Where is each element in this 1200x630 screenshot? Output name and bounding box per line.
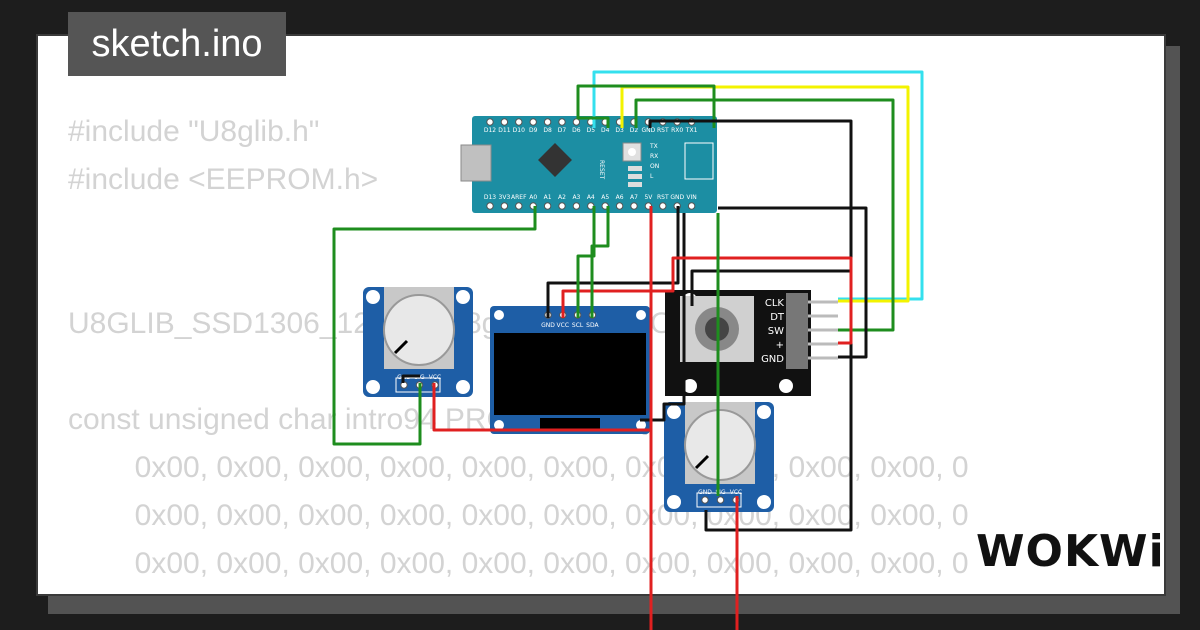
pin	[486, 202, 494, 210]
pin-label: GND	[642, 127, 656, 134]
wire-d4	[576, 84, 716, 128]
encoder-pin-label: DT	[770, 312, 785, 323]
pin-label: GND	[541, 322, 555, 329]
pin-label: D2	[630, 127, 639, 134]
pin-label: D7	[558, 127, 567, 134]
pin	[615, 202, 624, 210]
pin-label: D11	[498, 127, 510, 134]
pin-label: D3	[615, 127, 624, 134]
pin	[572, 118, 581, 126]
pin-label: A5	[601, 194, 609, 201]
pin	[716, 496, 725, 504]
pin	[558, 118, 566, 126]
pin-label: SDA	[586, 322, 599, 329]
pin-label: A6	[616, 194, 624, 201]
arduino-board	[472, 116, 717, 213]
pin-label: AREF	[511, 194, 527, 201]
pin-label: SIG	[715, 489, 726, 496]
pin	[659, 202, 667, 210]
wire-pot1-vcc	[432, 383, 651, 432]
pin-label: D4	[601, 127, 610, 134]
pin	[687, 202, 696, 210]
wire-oled-gnd	[546, 206, 680, 318]
encoder-pin-label: GND	[761, 354, 784, 365]
pin-label: D9	[529, 127, 538, 134]
pin	[630, 202, 638, 210]
pin-label: SCL	[572, 322, 584, 329]
pin-label: D13	[484, 194, 496, 201]
pin-label: A3	[572, 194, 580, 201]
wire-scl	[576, 206, 596, 318]
pin-label: 5V	[644, 194, 653, 201]
pin-label: A2	[558, 194, 566, 201]
pin	[572, 202, 581, 210]
pin-label: D6	[572, 127, 581, 134]
wire-pot1-gnd	[401, 374, 420, 383]
pin	[558, 202, 566, 210]
wire-sw	[634, 98, 895, 332]
pin	[515, 202, 523, 210]
wire-gnd-top	[648, 119, 853, 306]
pin-label: D12	[484, 127, 496, 134]
pin-label: A0	[529, 194, 537, 201]
wire-sda	[590, 206, 610, 318]
icsp-header	[684, 142, 714, 180]
pin	[515, 118, 523, 126]
led-label: TX	[649, 143, 658, 150]
pin-label: D8	[543, 127, 552, 134]
pin-label: GND	[698, 489, 712, 496]
pin-label: A1	[544, 194, 552, 201]
led-label: L	[650, 173, 654, 180]
code-line: 0x00, 0x00, 0x00, 0x00, 0x00, 0x00, 0x00…	[68, 547, 969, 580]
pin	[500, 202, 509, 210]
wire-enc-vcc	[561, 256, 853, 345]
code-line: #include "U8glib.h"	[68, 115, 320, 148]
pin	[486, 118, 494, 126]
pin-label: TX1	[685, 127, 698, 134]
led-label: RX	[650, 153, 658, 160]
code-line: #include <EEPROM.h>	[68, 163, 379, 196]
wokwi-logo: WOKWi	[976, 526, 1165, 577]
pin-label: VCC	[557, 322, 569, 329]
pin	[701, 496, 709, 504]
pin-label: VCC	[429, 374, 441, 381]
pin-label: VIN	[686, 194, 696, 201]
pin	[543, 202, 552, 210]
led-label: ON	[650, 163, 659, 170]
wire-pot2-gnd-b	[704, 271, 853, 532]
pin-label: RX0	[671, 127, 683, 134]
file-title: sketch.ino	[68, 12, 286, 76]
reset-label: RESET	[598, 160, 605, 180]
wire-a0	[332, 206, 537, 446]
wire-pot2-gnd	[640, 213, 686, 422]
pin-label: D10	[513, 127, 525, 134]
code-line: 0x00, 0x00, 0x00, 0x00, 0x00, 0x00, 0x00…	[68, 499, 969, 532]
mcu-chip	[538, 143, 572, 177]
pin-label: VCC	[730, 489, 742, 496]
pin-label: A7	[630, 194, 638, 201]
pin-label: GND	[670, 194, 684, 201]
pin-label: RST	[657, 127, 669, 134]
wire-dt	[620, 85, 910, 303]
encoder-pin-label: CLK	[765, 298, 785, 309]
wires	[332, 70, 924, 630]
pin-label: 3V3	[499, 194, 511, 201]
pin-label: A4	[587, 194, 595, 201]
encoder-pin-label: SW	[768, 326, 784, 337]
encoder-pin-label: +	[776, 340, 784, 351]
usb-connector	[460, 144, 492, 182]
pin	[543, 118, 552, 126]
pin	[529, 118, 537, 126]
pin	[500, 118, 509, 126]
pin-label: D5	[587, 127, 596, 134]
pin-label: RST	[657, 194, 669, 201]
